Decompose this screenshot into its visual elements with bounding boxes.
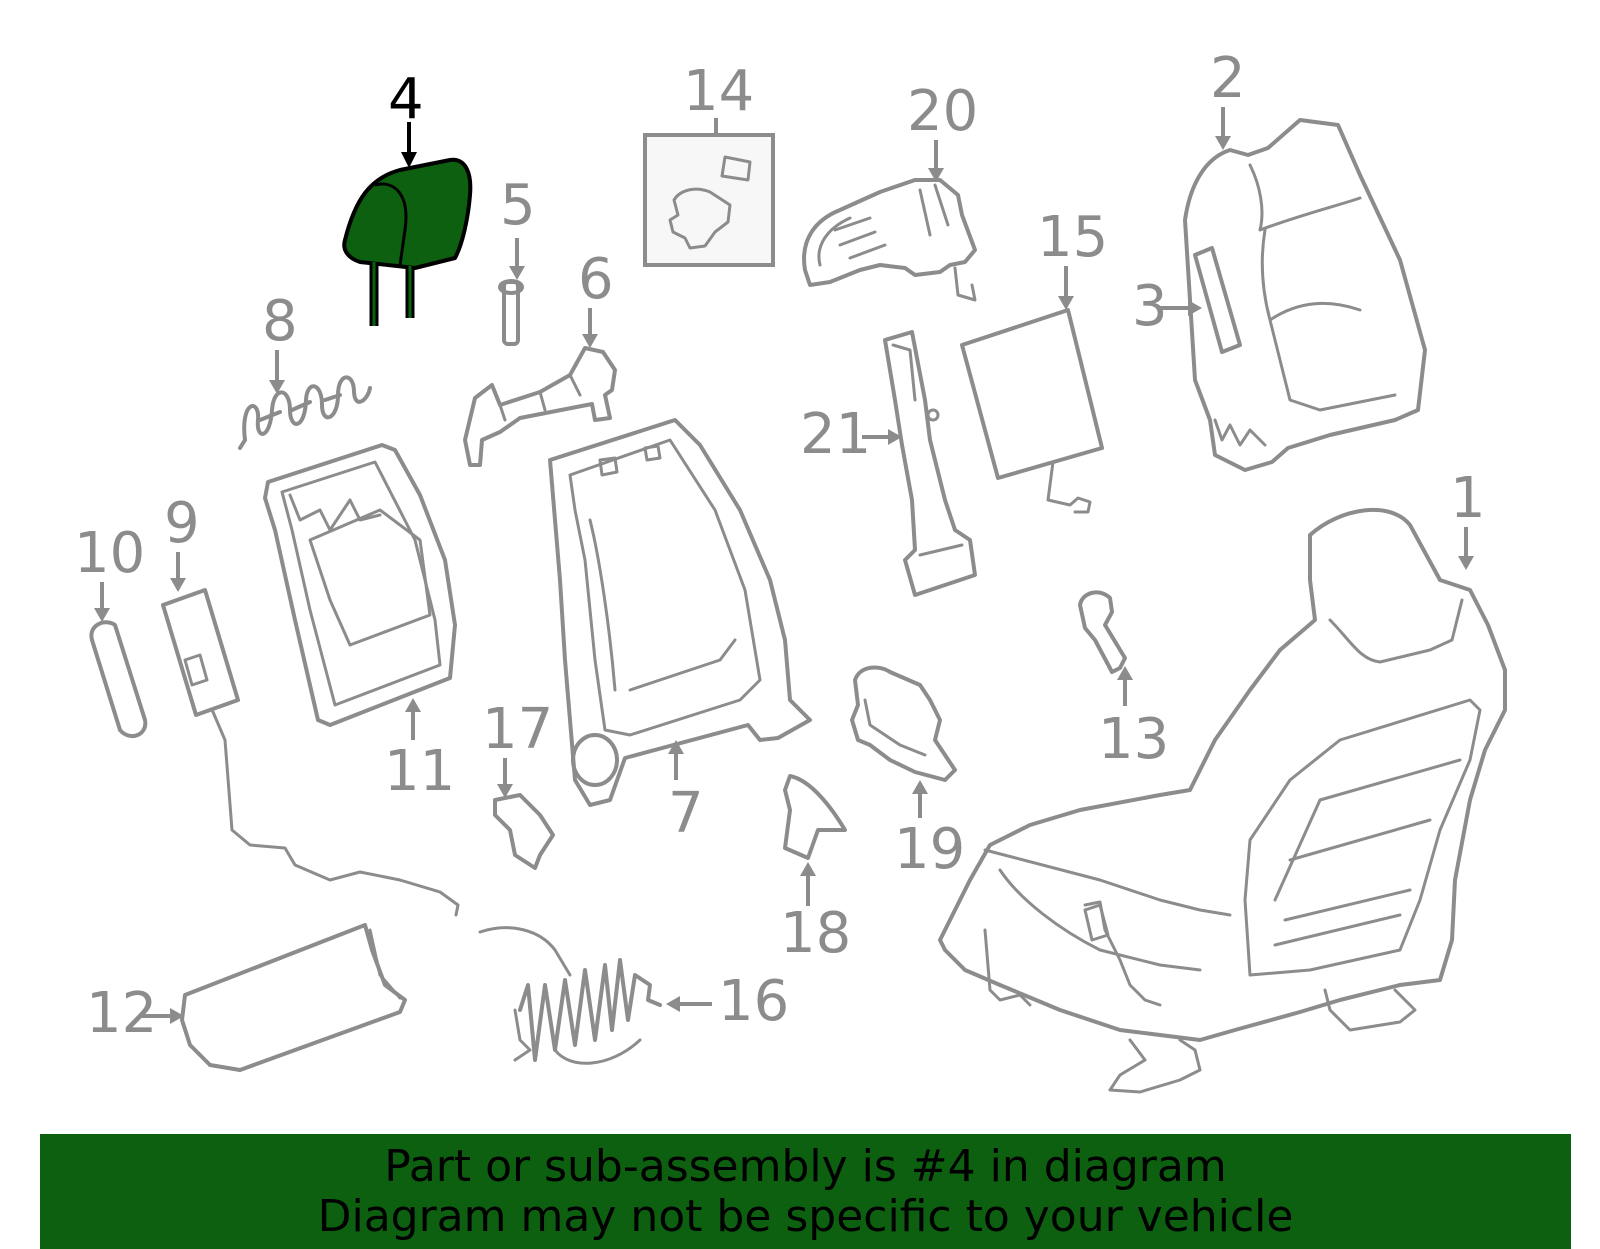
label-2: 2 [1210, 46, 1246, 150]
label-13: 13 [1098, 666, 1169, 772]
part-20-mechanism[interactable] [802, 178, 977, 302]
part-10-cylinder[interactable] [89, 620, 148, 739]
svg-text:2: 2 [1210, 46, 1246, 111]
label-5: 5 [500, 173, 536, 280]
label-3: 3 [1132, 274, 1202, 339]
part-16-spring[interactable] [478, 926, 662, 1065]
label-6: 6 [578, 247, 614, 348]
svg-text:14: 14 [683, 59, 754, 124]
label-10: 10 [74, 521, 145, 622]
part-7-frame[interactable] [548, 418, 812, 807]
svg-text:20: 20 [907, 79, 978, 144]
label-16: 16 [666, 969, 789, 1034]
svg-text:13: 13 [1098, 707, 1169, 772]
label-1: 1 [1450, 466, 1486, 570]
svg-text:18: 18 [780, 901, 851, 966]
label-4: 4 [388, 67, 424, 168]
svg-text:10: 10 [74, 521, 145, 586]
svg-text:8: 8 [262, 289, 298, 354]
label-15: 15 [1037, 205, 1108, 310]
part-9-module[interactable] [161, 588, 460, 917]
svg-text:1: 1 [1450, 466, 1486, 531]
part-13-lever[interactable] [1078, 590, 1127, 674]
label-18: 18 [780, 862, 851, 966]
svg-text:12: 12 [86, 981, 157, 1046]
banner-line-2: Diagram may not be specific to your vehi… [317, 1191, 1294, 1242]
svg-text:5: 5 [500, 173, 536, 238]
svg-text:6: 6 [578, 247, 614, 312]
svg-text:19: 19 [894, 817, 965, 882]
label-7: 7 [668, 740, 704, 846]
part-17-clip[interactable] [493, 793, 555, 870]
banner-line-1: Part or sub-assembly is #4 in diagram [384, 1141, 1227, 1192]
label-20: 20 [907, 79, 978, 182]
part-19-cover[interactable] [850, 665, 957, 782]
svg-text:9: 9 [164, 491, 200, 556]
label-21: 21 [800, 402, 902, 467]
label-9: 9 [164, 491, 200, 592]
svg-text:15: 15 [1037, 205, 1108, 270]
info-banner: Part or sub-assembly is #4 in diagram Di… [40, 1134, 1571, 1249]
label-8: 8 [262, 289, 298, 394]
svg-text:21: 21 [800, 402, 871, 467]
svg-text:17: 17 [482, 697, 553, 762]
part-3-strip[interactable] [1193, 246, 1242, 354]
part-5-guide[interactable] [498, 279, 524, 346]
svg-text:16: 16 [718, 969, 789, 1034]
part-4-headrest[interactable] [342, 157, 473, 326]
part-6-bracket[interactable] [463, 346, 617, 467]
label-17: 17 [482, 697, 553, 798]
part-11-back-panel[interactable] [263, 443, 457, 727]
part-8-spring[interactable] [238, 375, 372, 450]
part-18-cover[interactable] [783, 774, 847, 860]
svg-text:4: 4 [388, 67, 424, 132]
part-12-plate[interactable] [180, 923, 407, 1072]
label-11: 11 [384, 698, 455, 804]
part-2-seatback-cover[interactable] [1183, 118, 1427, 472]
label-19: 19 [894, 780, 965, 882]
label-12: 12 [86, 981, 184, 1046]
part-15-pad[interactable] [960, 308, 1104, 514]
svg-text:7: 7 [668, 781, 704, 846]
part-14-kit[interactable] [643, 133, 775, 267]
part-21-trim[interactable] [883, 330, 977, 597]
svg-text:11: 11 [384, 739, 455, 804]
label-14: 14 [683, 59, 754, 135]
part-1-seat-assembly[interactable] [938, 507, 1507, 1094]
